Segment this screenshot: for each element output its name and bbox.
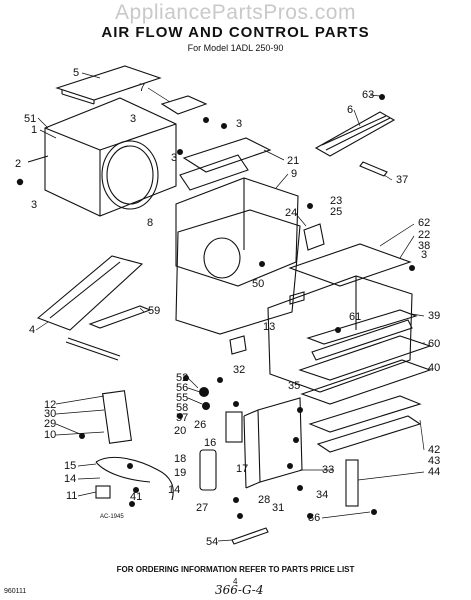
callout-24: 24 — [285, 207, 297, 219]
callout-23: 23 — [330, 195, 342, 207]
part-terminal-board — [102, 390, 132, 444]
callout-16: 16 — [204, 437, 216, 449]
callout-52: 52 — [176, 372, 188, 384]
callout-22: 22 — [418, 229, 430, 241]
watermark: AppliancePartsPros.com — [115, 1, 356, 24]
part-wire-harness — [95, 456, 174, 501]
callout-55: 55 — [176, 392, 188, 404]
part-top-panel — [55, 65, 162, 101]
callout-32: 32 — [233, 364, 245, 376]
part-plate — [303, 223, 325, 251]
callout-42: 42 — [428, 444, 440, 456]
part-bulkhead — [175, 209, 301, 335]
callout-6: 6 — [347, 104, 353, 116]
callout-41: 41 — [130, 491, 142, 503]
callout-61: 61 — [349, 311, 361, 323]
ordering-note: FOR ORDERING INFORMATION REFER TO PARTS … — [116, 565, 355, 574]
callout-40: 40 — [428, 362, 440, 374]
callout-14: 14 — [168, 484, 180, 496]
callout-39: 39 — [428, 310, 440, 322]
callout-5: 5 — [73, 67, 79, 79]
callout-44: 44 — [428, 466, 440, 478]
page-title: AIR FLOW AND CONTROL PARTS — [101, 24, 370, 41]
callout-13: 13 — [263, 321, 275, 333]
callout-60: 60 — [428, 338, 440, 350]
page-number: 4 — [233, 577, 238, 586]
callout-19: 19 — [174, 467, 186, 479]
callout-1: 1 — [31, 124, 37, 136]
callout-3: 3 — [236, 118, 242, 130]
callout-59: 59 — [148, 305, 160, 317]
part-switch — [225, 411, 243, 443]
callout-51: 51 — [24, 113, 36, 125]
part-front-housing — [44, 97, 177, 217]
callout-36: 36 — [308, 512, 320, 524]
part-label — [229, 335, 247, 355]
doc-code: 960111 — [4, 588, 27, 595]
callout-27: 27 — [196, 502, 208, 514]
callout-58: 58 — [176, 402, 188, 414]
part-capacitor — [199, 449, 217, 491]
callout-50: 50 — [252, 278, 264, 290]
callout-37: 37 — [396, 174, 408, 186]
callout-29: 29 — [44, 418, 56, 430]
handwritten-ref: 366-G-4 — [215, 583, 264, 597]
callout-11: 11 — [66, 490, 77, 502]
callout-8: 8 — [147, 217, 153, 229]
part-control-panel — [306, 309, 418, 345]
callout-56: 56 — [176, 382, 188, 394]
part-cabinet-top — [288, 243, 412, 287]
part-tray-upper — [298, 335, 432, 381]
callout-21: 21 — [287, 155, 299, 167]
part-rod — [359, 161, 388, 177]
callout-14: 14 — [64, 473, 76, 485]
callout-3: 3 — [130, 113, 136, 125]
part-fan-opening — [101, 140, 159, 210]
model-subtitle: For Model 1ADL 250-90 — [187, 43, 284, 53]
part-bottom-plate — [308, 395, 422, 433]
part-tray-lower — [300, 359, 432, 405]
callout-38: 38 — [418, 240, 430, 252]
callout-35: 35 — [288, 380, 300, 392]
callout-4: 4 — [29, 324, 35, 336]
callout-9: 9 — [291, 168, 297, 180]
callout-26: 26 — [194, 419, 206, 431]
callout-34: 34 — [316, 489, 328, 501]
part-filter — [314, 111, 396, 157]
callout-10: 10 — [44, 429, 56, 441]
part-cabinet — [267, 275, 413, 393]
callout-3: 3 — [31, 199, 37, 211]
callout-62: 62 — [418, 217, 430, 229]
callout-18: 18 — [174, 453, 186, 465]
callout-12: 12 — [44, 399, 56, 411]
part-bracket-vertical — [345, 459, 359, 507]
callout-15: 15 — [64, 460, 76, 472]
part-baffle — [182, 137, 272, 173]
callout-2: 2 — [15, 158, 21, 170]
callout-43: 43 — [428, 455, 440, 467]
callout-25: 25 — [330, 206, 342, 218]
callout-54: 54 — [206, 536, 218, 548]
part-bracket — [160, 95, 208, 115]
callout-3: 3 — [421, 249, 427, 261]
callout-30: 30 — [44, 408, 56, 420]
callout-20: 20 — [174, 425, 186, 437]
callout-31: 31 — [272, 502, 284, 514]
part-base-pan — [36, 255, 144, 331]
ac-code: AC-1945 — [100, 514, 124, 520]
callout-7: 7 — [139, 82, 145, 94]
callout-63: 63 — [362, 89, 374, 101]
part-plug — [95, 485, 111, 499]
part-lower-rod — [231, 527, 269, 545]
callout-3: 3 — [171, 152, 177, 164]
callout-57: 57 — [176, 412, 188, 424]
callout-28: 28 — [258, 494, 270, 506]
callout-17: 17 — [236, 463, 248, 475]
